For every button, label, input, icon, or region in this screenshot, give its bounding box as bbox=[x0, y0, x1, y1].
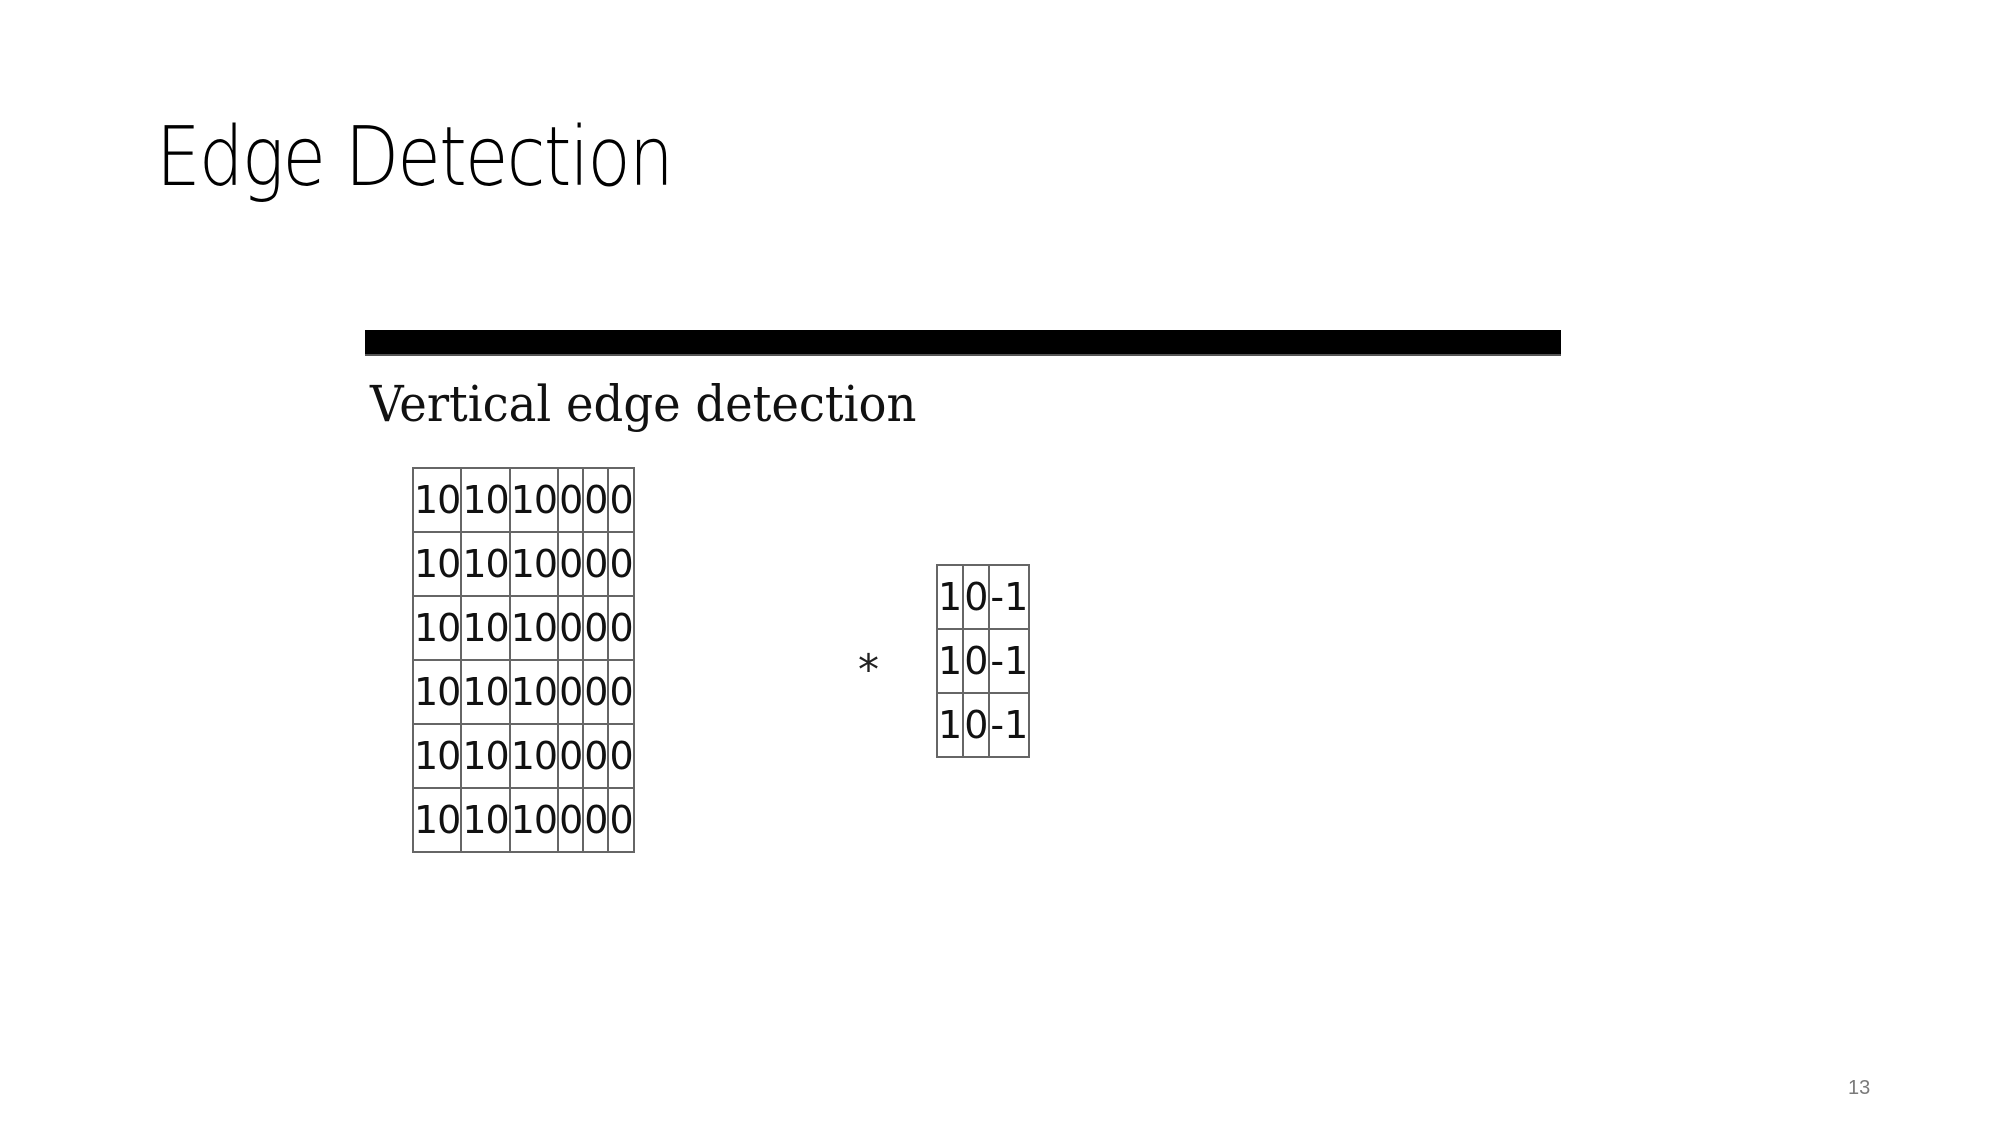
matrix-cell: 0 bbox=[557, 723, 585, 789]
image-matrix: 10 10 10 0 0 0 10 10 10 0 0 0 10 10 10 0… bbox=[411, 467, 635, 853]
matrix-cell: 0 bbox=[557, 467, 585, 533]
matrix-cell: 10 bbox=[460, 659, 511, 725]
slide-title: Edge Detection bbox=[156, 110, 674, 205]
matrix-cell: 0 bbox=[962, 692, 991, 758]
figure-heading: Vertical edge detection bbox=[370, 375, 917, 433]
matrix-cell: 0 bbox=[557, 659, 585, 725]
matrix-row: 10 10 10 0 0 0 bbox=[411, 467, 635, 533]
matrix-cell: 10 bbox=[411, 595, 463, 661]
matrix-cell: 10 bbox=[460, 787, 511, 853]
matrix-cell: 10 bbox=[411, 467, 463, 533]
matrix-cell: -1 bbox=[988, 692, 1031, 758]
matrix-row: 1 0 -1 bbox=[935, 564, 1031, 630]
matrix-row: 1 0 -1 bbox=[935, 692, 1031, 758]
matrix-cell: 10 bbox=[508, 787, 560, 853]
matrix-cell: 0 bbox=[557, 787, 585, 853]
matrix-cell: 1 bbox=[935, 564, 965, 630]
matrix-cell: 0 bbox=[607, 723, 635, 789]
matrix-cell: 0 bbox=[962, 628, 991, 694]
matrix-cell: 10 bbox=[411, 531, 463, 597]
matrix-cell: 10 bbox=[460, 723, 511, 789]
matrix-cell: 0 bbox=[607, 787, 635, 853]
matrix-cell: 0 bbox=[582, 787, 610, 853]
matrix-row: 10 10 10 0 0 0 bbox=[411, 531, 635, 597]
matrix-cell: 10 bbox=[411, 787, 463, 853]
matrix-cell: 10 bbox=[508, 595, 560, 661]
matrix-cell: 0 bbox=[557, 595, 585, 661]
matrix-cell: 10 bbox=[460, 595, 511, 661]
matrix-cell: 0 bbox=[582, 659, 610, 725]
matrix-cell: -1 bbox=[988, 628, 1031, 694]
matrix-cell: 0 bbox=[582, 467, 610, 533]
matrix-cell: 10 bbox=[508, 659, 560, 725]
matrix-cell: 1 bbox=[935, 692, 965, 758]
matrix-cell: 10 bbox=[508, 531, 560, 597]
matrix-row: 10 10 10 0 0 0 bbox=[411, 787, 635, 853]
matrix-cell: 0 bbox=[607, 531, 635, 597]
matrix-cell: 1 bbox=[935, 628, 965, 694]
figure-header-bar bbox=[365, 330, 1561, 356]
page-number: 13 bbox=[1848, 1077, 1871, 1099]
matrix-cell: 10 bbox=[508, 723, 560, 789]
matrix-cell: 0 bbox=[582, 531, 610, 597]
matrix-row: 10 10 10 0 0 0 bbox=[411, 595, 635, 661]
convolution-operator: * bbox=[858, 645, 879, 694]
matrix-row: 10 10 10 0 0 0 bbox=[411, 659, 635, 725]
matrix-cell: 10 bbox=[411, 723, 463, 789]
matrix-cell: 0 bbox=[607, 659, 635, 725]
matrix-cell: 0 bbox=[557, 531, 585, 597]
matrix-cell: 0 bbox=[607, 595, 635, 661]
matrix-row: 10 10 10 0 0 0 bbox=[411, 723, 635, 789]
kernel-matrix: 1 0 -1 1 0 -1 1 0 -1 bbox=[935, 564, 1031, 758]
matrix-cell: -1 bbox=[988, 564, 1031, 630]
matrix-cell: 10 bbox=[411, 659, 463, 725]
matrix-cell: 0 bbox=[962, 564, 991, 630]
matrix-cell: 0 bbox=[582, 723, 610, 789]
matrix-cell: 0 bbox=[607, 467, 635, 533]
matrix-cell: 0 bbox=[582, 595, 610, 661]
matrix-cell: 10 bbox=[460, 467, 511, 533]
matrix-cell: 10 bbox=[508, 467, 560, 533]
matrix-cell: 10 bbox=[460, 531, 511, 597]
matrix-row: 1 0 -1 bbox=[935, 628, 1031, 694]
